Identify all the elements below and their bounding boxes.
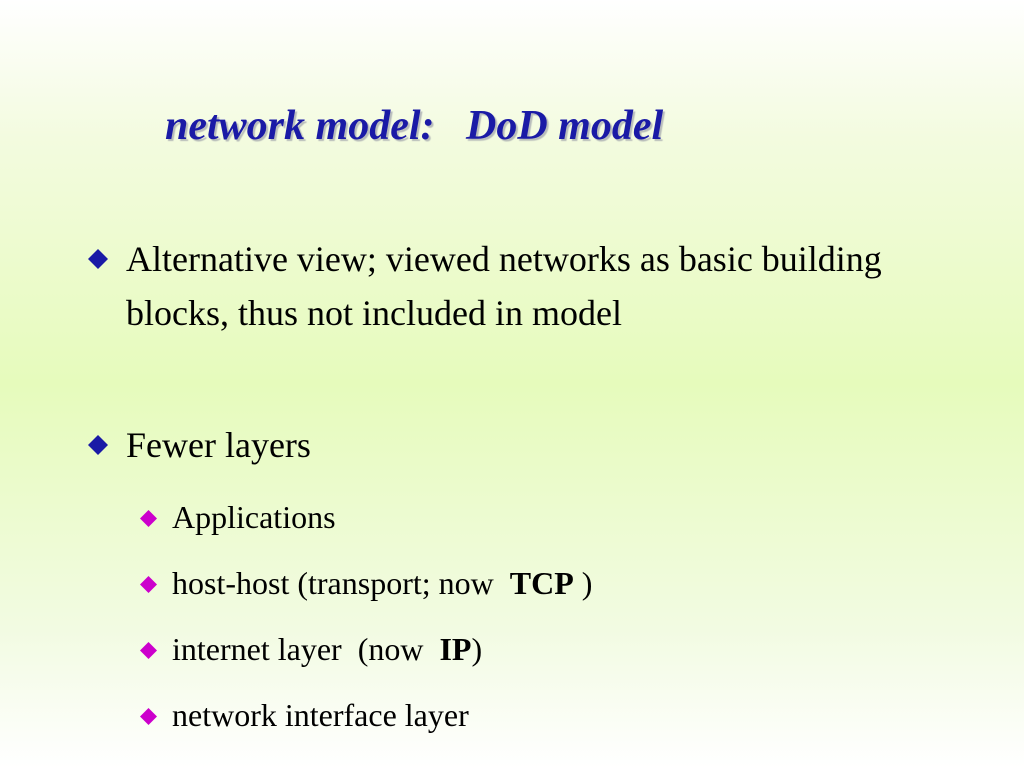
diamond-bullet-icon <box>140 708 172 725</box>
sub-bullet-internet-layer: internet layer (now IP) <box>140 627 960 671</box>
diamond-bullet-icon <box>88 435 126 455</box>
sub-bullet-network-interface: network interface layer <box>140 693 960 737</box>
bullet-item-fewer-layers: Fewer layers <box>88 418 948 472</box>
sub-bullet-host-host: host-host (transport; now TCP ) <box>140 561 960 605</box>
diamond-bullet-icon <box>140 642 172 659</box>
bullet-text: Alternative view; viewed networks as bas… <box>126 239 882 333</box>
sub-bullet-text: network interface layer <box>172 697 469 733</box>
sub-bullet-applications: Applications <box>140 495 960 539</box>
sub-bullet-text: host-host (transport; now TCP ) <box>172 565 593 601</box>
bullet-text: Fewer layers <box>126 425 311 465</box>
bullet-item-alternative-view: Alternative view; viewed networks as bas… <box>88 232 948 340</box>
sub-bullet-text: Applications <box>172 499 336 535</box>
diamond-bullet-icon <box>140 510 172 527</box>
sub-bullet-text: internet layer (now IP) <box>172 631 483 667</box>
slide-title: network model: DoD model <box>165 103 664 149</box>
diamond-bullet-icon <box>88 249 126 269</box>
diamond-bullet-icon <box>140 576 172 593</box>
